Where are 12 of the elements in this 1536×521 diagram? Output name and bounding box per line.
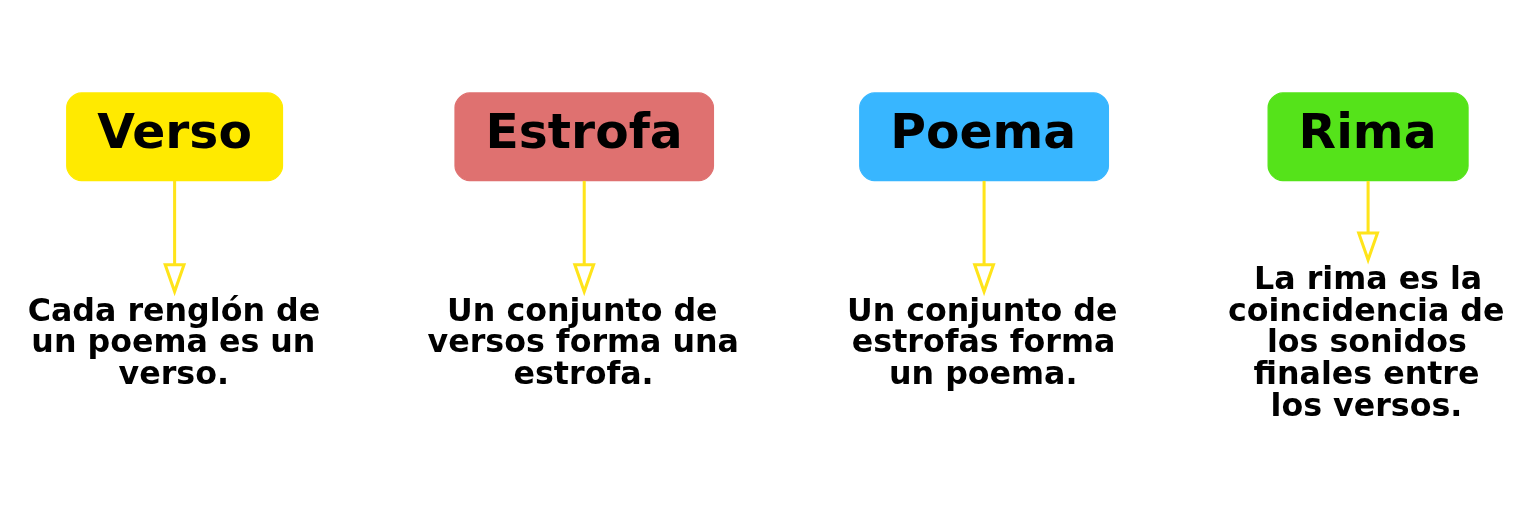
arrow	[572, 180, 596, 297]
arrow	[1356, 180, 1380, 265]
arrow	[972, 180, 996, 297]
node-box: Rima	[1267, 92, 1469, 182]
node-text: Cada renglón de un poema es un verso.	[27, 291, 321, 391]
node-text: Un conjunto de versos forma una estrofa.	[427, 291, 739, 391]
node-box: Estrofa	[454, 92, 715, 182]
node-box: Poema	[859, 92, 1110, 182]
node-box: Verso	[66, 92, 284, 182]
node-text: La rima es la coincidencia de los sonidos finales entre los versos.	[1227, 259, 1505, 423]
node-text: Un conjunto de estrofas forma un poema.	[846, 291, 1118, 391]
arrow	[163, 180, 187, 297]
